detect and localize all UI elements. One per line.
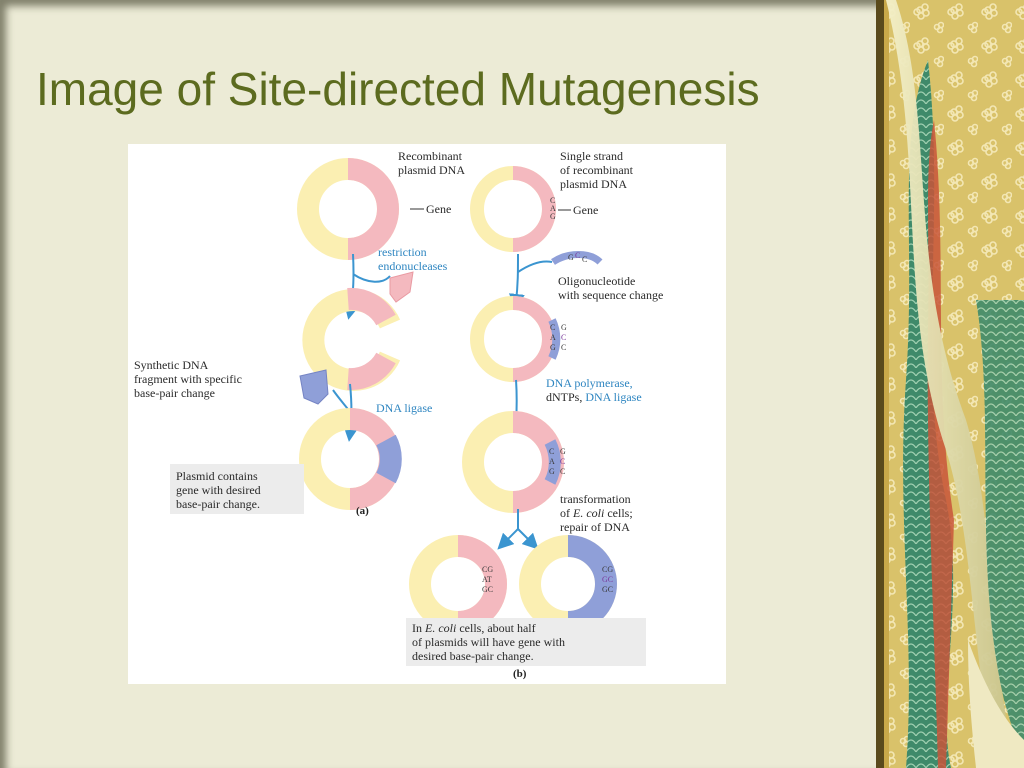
wt-base-1: CG <box>482 565 493 574</box>
b3-base-l2: A <box>549 457 555 466</box>
b3-base-l3: G <box>549 467 555 476</box>
plasmid-b2 <box>470 296 561 382</box>
plasmid-b1 <box>470 166 556 252</box>
annealed-base-r3: C <box>561 343 566 352</box>
b3-base-r2: C <box>560 457 565 466</box>
plasmid-wild-type <box>409 535 507 633</box>
result-a-line-1: Plasmid contains <box>176 469 258 483</box>
b3-base-l1: C <box>549 447 554 456</box>
slide-title: Image of Site-directed Mutagenesis <box>36 63 760 115</box>
strand-base-2: A <box>550 204 556 213</box>
result-b-line-1: In E. coli cells, about half <box>412 621 536 635</box>
wt-base-2: AT <box>482 575 492 584</box>
plasmid-a1 <box>297 158 399 260</box>
single-strand-label-3: plasmid DNA <box>560 177 627 191</box>
ligase-label-a: DNA ligase <box>376 401 432 415</box>
result-a-line-3: base-pair change. <box>176 497 260 511</box>
synthetic-fragment-label-1: Synthetic DNA <box>134 358 209 372</box>
caption-b: (b) <box>513 668 527 680</box>
synthetic-fragment-label-3: base-pair change <box>134 386 215 400</box>
plasmid-a2-cut <box>302 287 401 391</box>
transformation-label-2: of E. coli cells; <box>560 506 633 520</box>
transformation-label-1: transformation <box>560 492 631 506</box>
oligo-base-1: G <box>568 253 574 262</box>
gene-label-a: Gene <box>426 202 451 216</box>
b3-base-r1: G <box>560 447 566 456</box>
mutagenesis-diagram: Recombinant plasmid DNA Gene restriction… <box>134 149 663 680</box>
synthetic-fragment <box>299 369 329 405</box>
annealed-base-l1: C <box>550 323 555 332</box>
oligo-base-2: C <box>575 251 580 260</box>
result-box-b <box>406 618 646 666</box>
transformation-label-3: repair of DNA <box>560 520 630 534</box>
single-strand-label-2: of recombinant <box>560 163 634 177</box>
annealed-base-l3: G <box>550 343 556 352</box>
wt-base-3: GC <box>482 585 493 594</box>
polymerase-label-2: dNTPs, DNA ligase <box>546 390 642 404</box>
mut-base-3: GC <box>602 585 613 594</box>
result-b-line-2: of plasmids will have gene with <box>412 635 565 649</box>
oligo-label-2: with sequence change <box>558 288 663 302</box>
mut-base-2: GC <box>602 575 613 584</box>
mutagenesis-figure: Recombinant plasmid DNA Gene restriction… <box>128 144 726 684</box>
excised-fragment <box>389 271 414 303</box>
plasmid-a3 <box>299 408 402 510</box>
recombinant-plasmid-label-2: plasmid DNA <box>398 163 465 177</box>
polymerase-label-1: DNA polymerase, <box>546 376 633 390</box>
b3-base-r3: C <box>560 467 565 476</box>
result-a-line-2: gene with desired <box>176 483 261 497</box>
oligo-base-3: C <box>582 255 587 264</box>
strand-base-3: G <box>550 212 556 221</box>
single-strand-label-1: Single strand <box>560 149 623 163</box>
result-box-a <box>170 464 304 514</box>
oligo-label-1: Oligonucleotide <box>558 274 635 288</box>
restriction-label-2: endonucleases <box>378 259 448 273</box>
result-b-line-3: desired base-pair change. <box>412 649 534 663</box>
plasmid-mutant <box>519 535 617 633</box>
annealed-base-r1: G <box>561 323 567 332</box>
decorative-border <box>876 0 1024 768</box>
annealed-base-r2: C <box>561 333 566 342</box>
oligonucleotide <box>551 251 603 266</box>
annealed-base-l2: A <box>550 333 556 342</box>
recombinant-plasmid-label-1: Recombinant <box>398 149 463 163</box>
mut-base-1: CG <box>602 565 613 574</box>
synthetic-fragment-label-2: fragment with specific <box>134 372 242 386</box>
caption-a: (a) <box>356 505 369 517</box>
strand-base-1: C <box>550 196 555 205</box>
plasmid-b3 <box>462 411 564 513</box>
gene-label-b: Gene <box>573 203 598 217</box>
restriction-label-1: restriction <box>378 245 427 259</box>
